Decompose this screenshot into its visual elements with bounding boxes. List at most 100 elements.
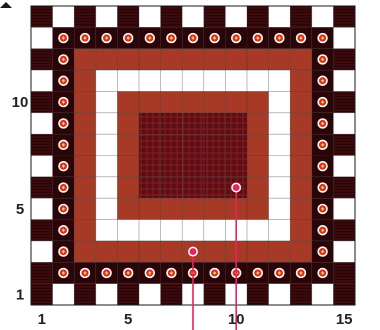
- gem-sparkle: [321, 185, 325, 190]
- center-cell: [225, 134, 247, 156]
- inner-brick-cell: [117, 176, 139, 199]
- white-ring-cell: [203, 219, 226, 241]
- brick-ring-cell: [290, 91, 312, 113]
- brick-ring-cell: [139, 240, 161, 263]
- outer-stripe-cell: [160, 283, 183, 305]
- white-ring-cell: [95, 91, 118, 113]
- brick-ring-cell: [74, 134, 96, 156]
- center-cell: [182, 155, 204, 177]
- gem-sparkle: [321, 143, 325, 147]
- white-ring-cell: [268, 176, 291, 199]
- brick-ring-cell: [290, 134, 312, 156]
- gem-sparkle: [61, 249, 65, 254]
- outer-stripe-cell: [333, 155, 355, 177]
- white-ring-cell: [268, 155, 291, 177]
- white-ring-cell: [117, 70, 139, 92]
- outer-stripe-cell: [117, 6, 139, 28]
- y-tick-label: 5: [16, 201, 24, 218]
- outer-stripe-cell: [31, 176, 53, 199]
- outer-stripe-cell: [74, 283, 96, 305]
- inner-brick-cell: [139, 198, 161, 220]
- white-ring-cell: [268, 91, 291, 113]
- gem-sparkle: [321, 78, 325, 83]
- outer-stripe-cell: [139, 6, 161, 28]
- outer-stripe-cell: [117, 283, 139, 305]
- brick-ring-cell: [74, 240, 96, 263]
- outer-stripe-cell: [333, 198, 355, 220]
- white-ring-cell: [182, 70, 204, 92]
- inner-brick-cell: [247, 155, 269, 177]
- brick-ring-cell: [268, 48, 291, 71]
- center-cell: [182, 112, 204, 135]
- gem-sparkle: [83, 271, 87, 275]
- x-tick-label: 5: [124, 311, 132, 328]
- gem-sparkle: [61, 164, 65, 168]
- pointer-center-dot[interactable]: [231, 182, 242, 193]
- brick-ring-cell: [225, 48, 247, 71]
- outer-stripe-cell: [268, 6, 291, 28]
- outer-stripe-cell: [31, 27, 53, 49]
- brick-ring-cell: [290, 112, 312, 135]
- gem-sparkle: [83, 36, 87, 40]
- outer-stripe-cell: [247, 283, 269, 305]
- outer-stripe-cell: [31, 112, 53, 135]
- outer-stripe-cell: [290, 283, 312, 305]
- outer-stripe-cell: [333, 112, 355, 135]
- gem-sparkle: [321, 100, 325, 104]
- outer-stripe-cell: [31, 91, 53, 113]
- brick-ring-cell: [95, 48, 118, 71]
- gem-sparkle: [321, 57, 325, 62]
- white-ring-cell: [95, 176, 118, 199]
- gem-sparkle: [169, 36, 173, 40]
- brick-ring-cell: [247, 48, 269, 71]
- gem-sparkle: [126, 36, 130, 40]
- inner-brick-cell: [247, 176, 269, 199]
- pointer-brick-ring-dot[interactable]: [188, 246, 198, 257]
- white-ring-cell: [268, 219, 291, 241]
- outer-stripe-cell: [333, 262, 355, 284]
- center-cell: [225, 112, 247, 135]
- gem-sparkle: [321, 271, 325, 275]
- brick-ring-cell: [290, 155, 312, 177]
- x-tick-label: 1: [38, 311, 46, 328]
- outer-stripe-cell: [333, 48, 355, 71]
- outer-stripe-cell: [311, 283, 334, 305]
- brick-ring-cell: [74, 70, 96, 92]
- outer-stripe-cell: [333, 6, 355, 28]
- inner-brick-cell: [117, 112, 139, 135]
- brick-ring-cell: [95, 240, 118, 263]
- outer-stripe-cell: [31, 198, 53, 220]
- brick-ring-cell: [203, 240, 226, 263]
- inner-brick-cell: [117, 155, 139, 177]
- white-ring-cell: [160, 219, 183, 241]
- gem-sparkle: [321, 207, 325, 211]
- white-ring-cell: [160, 70, 183, 92]
- gem-sparkle: [61, 36, 65, 40]
- outer-stripe-cell: [52, 283, 75, 305]
- white-ring-cell: [247, 219, 269, 241]
- brick-ring-cell: [74, 176, 96, 199]
- gem-sparkle: [105, 36, 109, 40]
- brick-ring-cell: [74, 219, 96, 241]
- outer-stripe-cell: [95, 6, 118, 28]
- center-cell: [139, 134, 161, 156]
- gem-sparkle: [277, 36, 281, 40]
- inner-brick-cell: [203, 198, 226, 220]
- outer-stripe-cell: [290, 6, 312, 28]
- gem-sparkle: [61, 185, 65, 190]
- white-ring-cell: [268, 134, 291, 156]
- outer-stripe-cell: [311, 6, 334, 28]
- x-tick-label: 15: [336, 311, 353, 328]
- brick-ring-cell: [160, 240, 183, 263]
- gem-sparkle: [61, 207, 65, 211]
- outer-stripe-cell: [31, 262, 53, 284]
- brick-ring-cell: [268, 240, 291, 263]
- white-ring-cell: [139, 219, 161, 241]
- outer-stripe-cell: [333, 27, 355, 49]
- inner-brick-cell: [117, 134, 139, 156]
- brick-ring-cell: [74, 48, 96, 71]
- white-ring-cell: [117, 219, 139, 241]
- outer-stripe-cell: [333, 219, 355, 241]
- brick-ring-cell: [290, 70, 312, 92]
